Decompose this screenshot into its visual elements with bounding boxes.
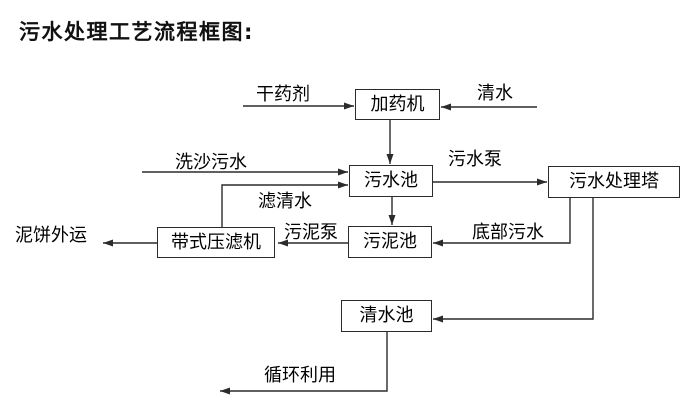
label-sand-washing-sewage: 洗沙污水 bbox=[175, 152, 247, 173]
page-title: 污水处理工艺流程框图: bbox=[19, 20, 254, 44]
label-bottom-sewage: 底部污水 bbox=[472, 222, 544, 243]
label-recycling: 循环利用 bbox=[264, 365, 336, 386]
node-belt-filter-press: 带式压滤机 bbox=[157, 227, 275, 258]
node-sewage-pool: 污水池 bbox=[349, 165, 433, 197]
label-mud-cake-out: 泥饼外运 bbox=[15, 225, 87, 246]
node-clean-water-pool: 清水池 bbox=[341, 300, 432, 332]
label-filtered-water: 滤清水 bbox=[258, 191, 312, 212]
label-sludge-pump: 污泥泵 bbox=[284, 222, 338, 243]
node-sewage-treatment-tower: 污水处理塔 bbox=[548, 166, 680, 198]
arrow-tower-to-clean-water-pool bbox=[433, 198, 594, 323]
label-clean-water: 清水 bbox=[477, 83, 513, 104]
label-sewage-pump: 污水泵 bbox=[448, 149, 502, 170]
node-sludge-pool: 污泥池 bbox=[348, 226, 432, 258]
label-dry-agent: 干药剂 bbox=[256, 84, 310, 105]
node-dosing-machine: 加药机 bbox=[355, 89, 440, 120]
